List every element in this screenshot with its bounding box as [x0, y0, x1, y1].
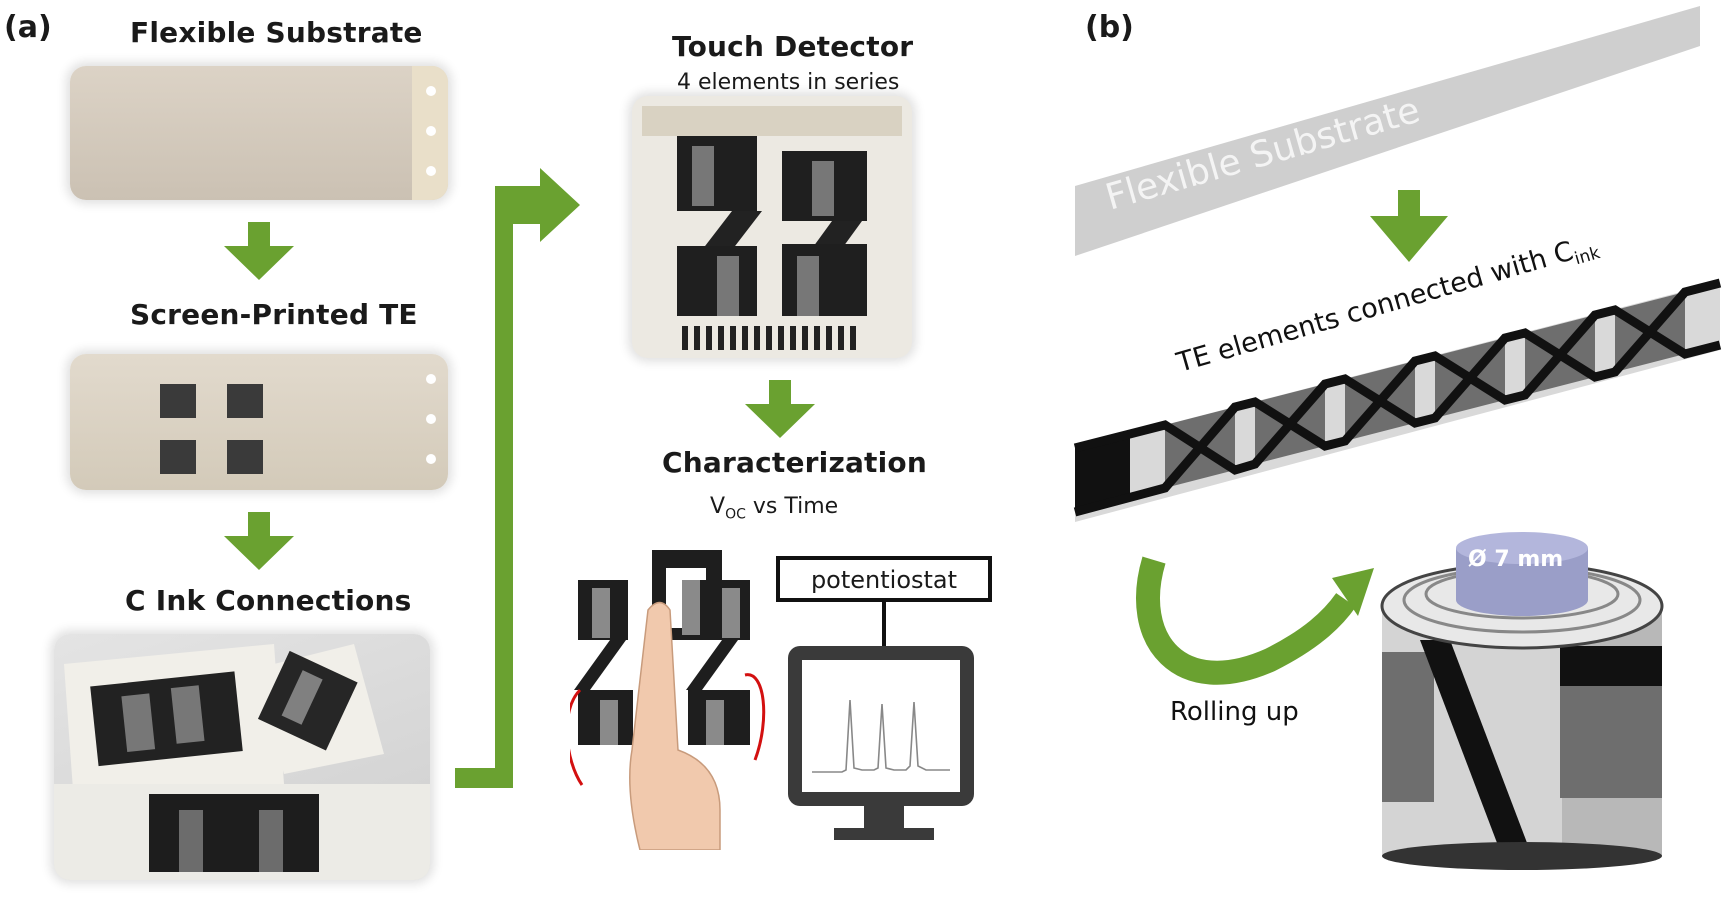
panel-b-tag: (b) — [1085, 10, 1134, 45]
te-elements — [1073, 278, 1722, 517]
touch-detector-label: Touch Detector — [672, 30, 914, 63]
monitor — [788, 646, 974, 806]
touch-detector-drawing — [642, 106, 902, 350]
rolling-arrow-head — [1332, 568, 1374, 616]
monitor-neck — [864, 806, 904, 830]
rolling-label: Rolling up — [1170, 697, 1299, 727]
arrow-down-1 — [224, 222, 294, 280]
potentiostat-cable — [882, 602, 886, 646]
potentiostat-box: potentiostat — [776, 556, 992, 602]
panel-b-illustration: Flexible Substrate TE elements connected… — [1073, 6, 1722, 870]
substrate-strip — [1075, 6, 1700, 256]
substrate-photo — [70, 66, 448, 200]
elbow-arrow — [455, 168, 580, 788]
monitor-screen — [802, 660, 960, 792]
rolling-arrow — [1136, 556, 1356, 685]
arrow-b-stem — [1398, 190, 1420, 218]
arrow-down-2 — [224, 512, 294, 570]
potentiostat-label: potentiostat — [810, 566, 958, 594]
c-ink-drawing — [54, 644, 430, 880]
c-ink-photo — [54, 634, 430, 880]
panel-a-tag: (a) — [4, 10, 52, 45]
voc-vs-time-label: VOC vs Time — [710, 494, 839, 523]
diameter-label: Ø 7 mm — [1468, 547, 1563, 572]
arrow-down-3 — [745, 380, 815, 438]
finger-touch-illustration — [570, 550, 766, 850]
screen-printed-photo — [70, 354, 448, 490]
flexible-substrate-label: Flexible Substrate — [130, 16, 423, 49]
monitor-base — [834, 828, 934, 840]
touch-detector-photo — [632, 96, 912, 358]
screen-printed-label: Screen-Printed TE — [130, 298, 418, 331]
c-ink-label: C Ink Connections — [125, 584, 412, 617]
touch-detector-sublabel: 4 elements in series — [677, 70, 900, 95]
characterization-label: Characterization — [662, 446, 928, 479]
arrow-b-head — [1370, 216, 1448, 262]
